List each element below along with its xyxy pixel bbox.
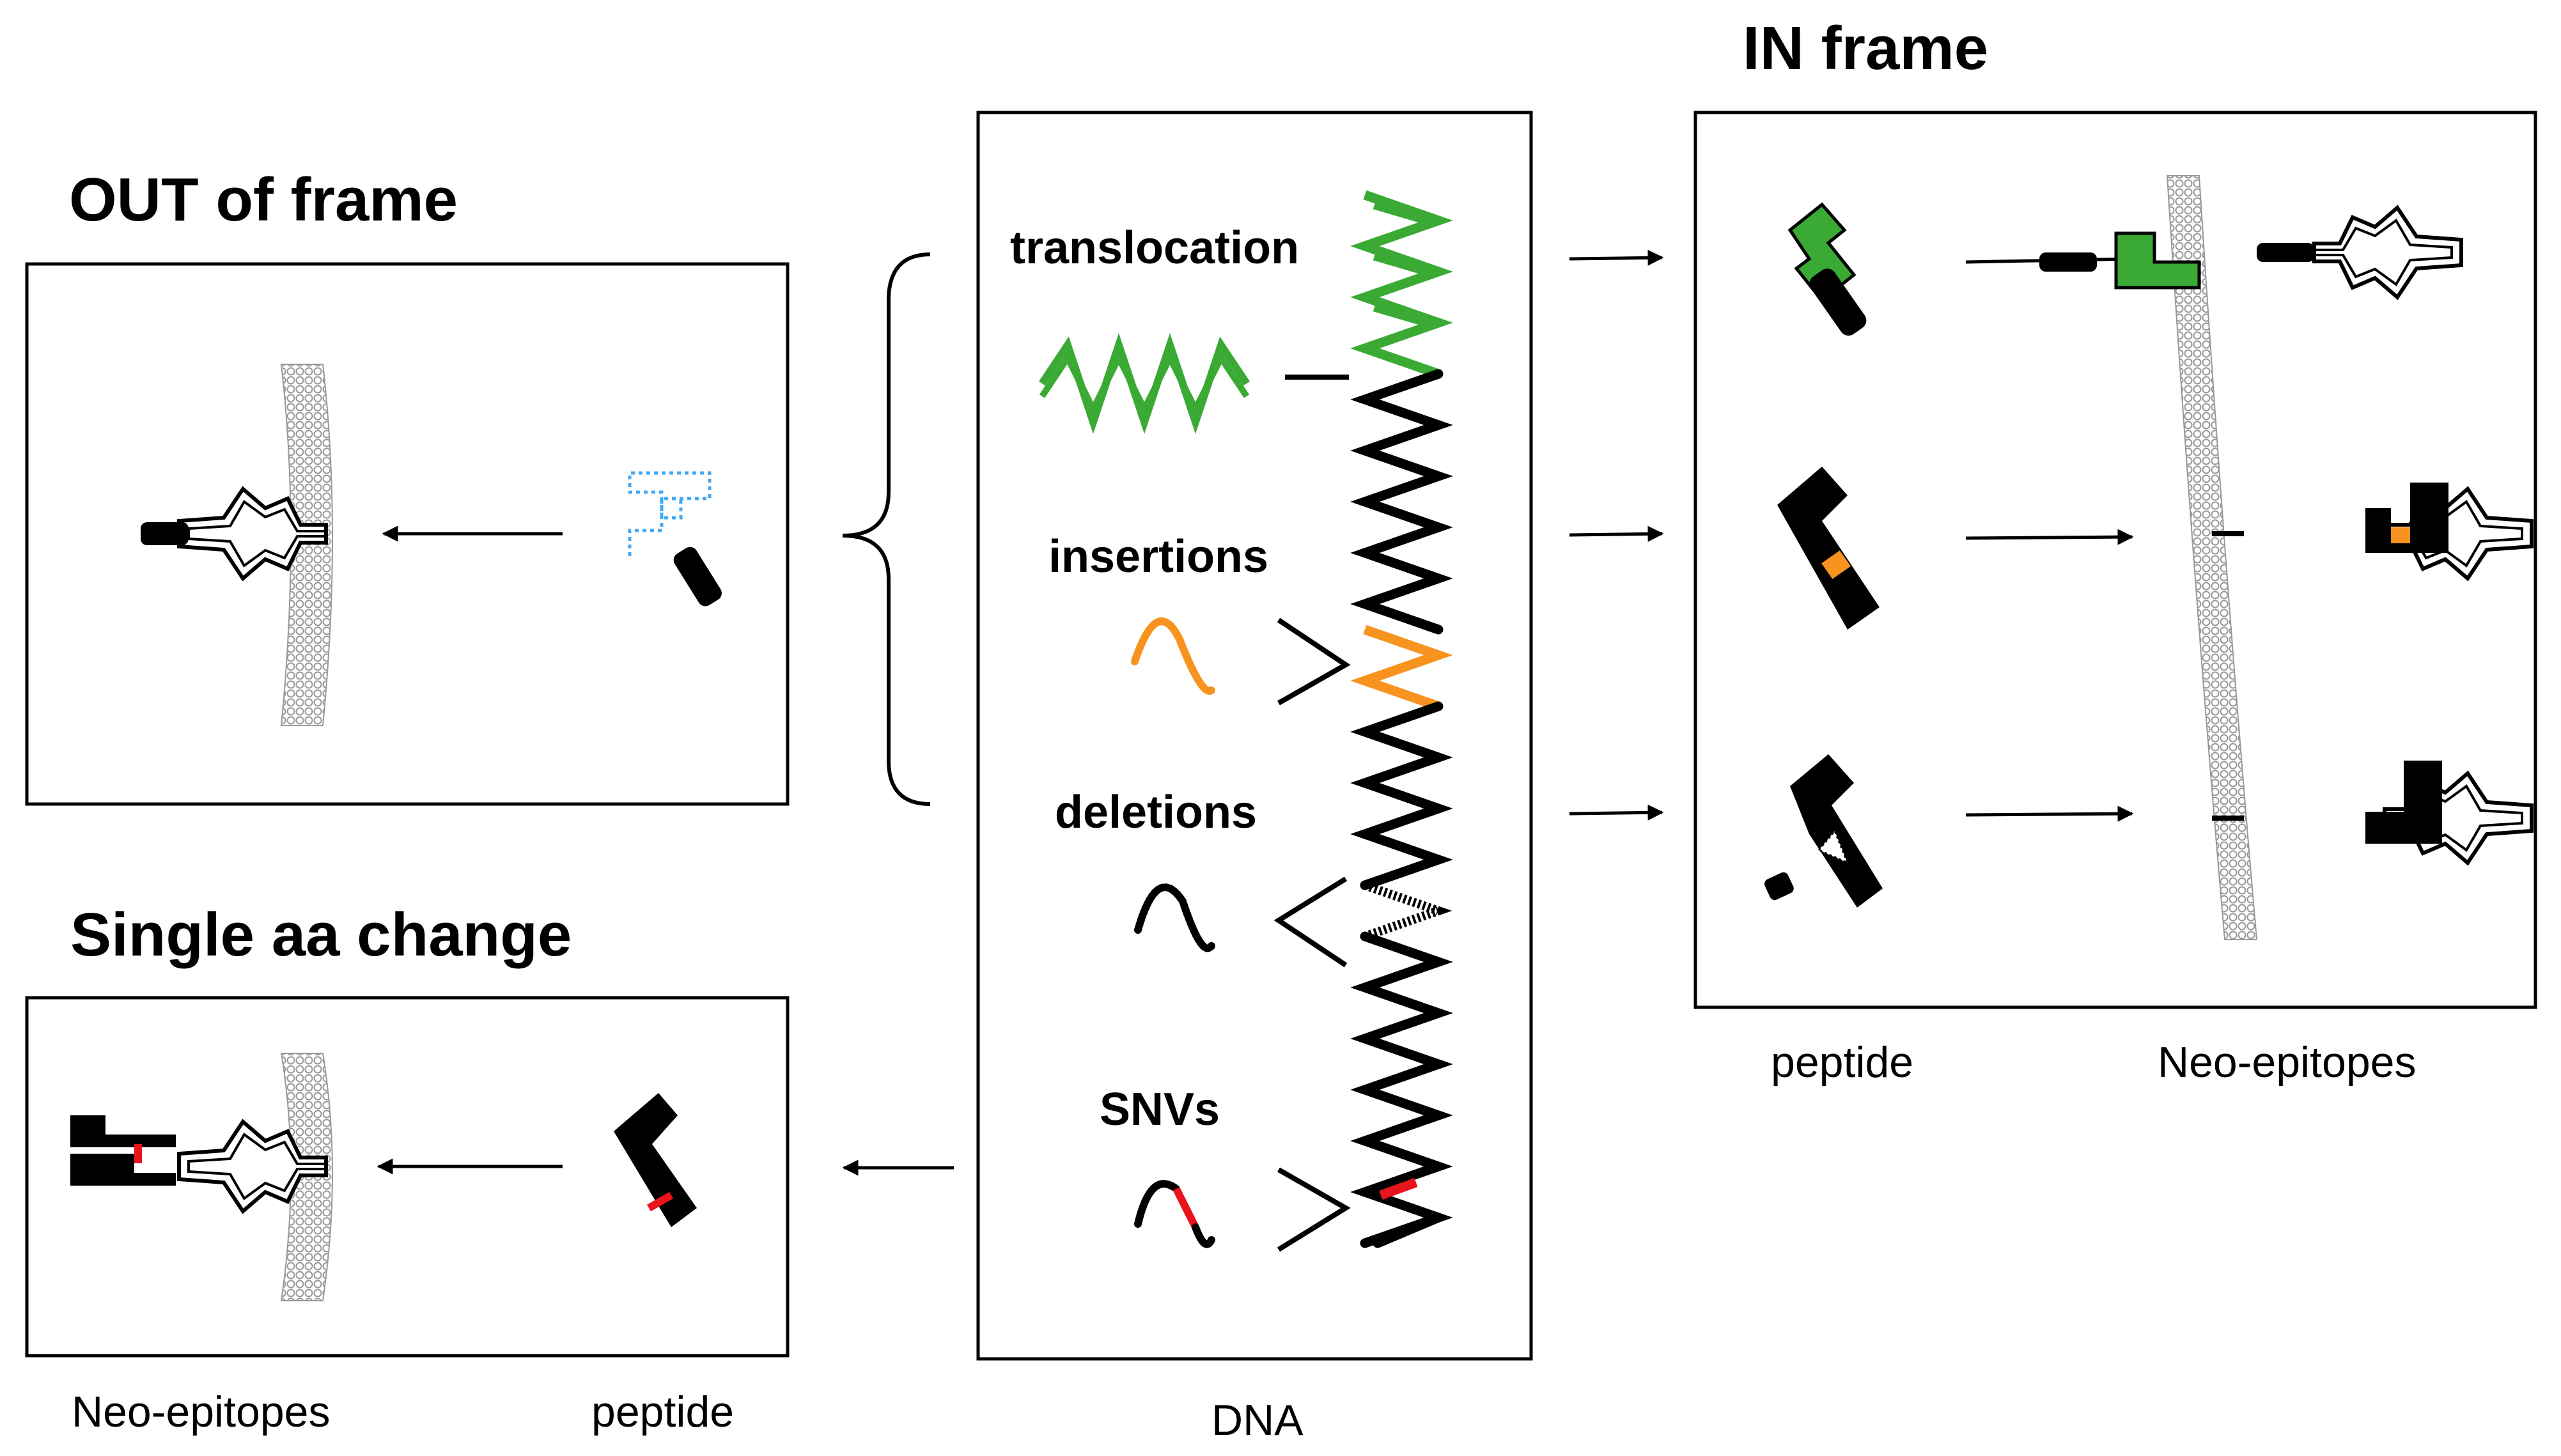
cell-membrane-in-frame (2166, 175, 2258, 940)
deletion-fragment (1134, 876, 1348, 968)
in-frame-peptide-deletion (1764, 754, 1883, 908)
arrow-peptide-to-epitope-3 (1965, 805, 2134, 822)
single-aa-title: Single aa change (70, 901, 572, 969)
arrows (377, 249, 2134, 1176)
out-of-frame-peptide (628, 471, 722, 607)
single-aa-peptide (614, 1093, 697, 1227)
cell-membrane-out-of-frame (280, 364, 333, 726)
arrow-deletion-to-peptide (1569, 804, 1664, 821)
out-of-frame-mhc (141, 489, 326, 578)
in-frame-title: IN frame (1743, 14, 1988, 82)
in-frame-mhc-deletion (2212, 761, 2532, 863)
arrow-translocation-to-peptide (1569, 249, 1664, 266)
bottom-peptide-caption: peptide (591, 1388, 734, 1436)
in-frame-mhc-translocation (2039, 208, 2461, 297)
bracket (842, 252, 931, 806)
arrow-peptide-to-epitope-2 (1965, 529, 2134, 545)
single-aa-mhc (70, 1115, 326, 1211)
dna-caption: DNA (1211, 1396, 1304, 1444)
insertions-label: insertions (1048, 531, 1268, 582)
out-of-frame-panel (25, 262, 790, 806)
deletions-label: deletions (1055, 787, 1257, 838)
bottom-neo-caption: Neo-epitopes (72, 1388, 330, 1436)
in-frame-panel (1693, 111, 2537, 1009)
dna-helix (1350, 190, 1453, 1248)
dna-panel (976, 111, 1533, 1361)
snv-fragment (1134, 1167, 1351, 1252)
arrow-insertion-to-peptide (1569, 525, 1664, 542)
single-aa-panel (25, 996, 790, 1358)
in-frame-peptide-translocation (1787, 202, 1867, 336)
in-frame-neo-caption: Neo-epitopes (2158, 1038, 2416, 1087)
insertion-fragment (1131, 617, 1351, 706)
in-frame-peptide-insertion (1777, 467, 1880, 630)
out-of-frame-title: OUT of frame (69, 166, 458, 234)
in-frame-peptide-caption: peptide (1771, 1038, 1913, 1087)
in-frame-mhc-insertion (2212, 483, 2532, 578)
translocation-label: translocation (1010, 222, 1299, 274)
translocation-fragment (1039, 333, 1349, 434)
snvs-label: SNVs (1100, 1084, 1220, 1135)
